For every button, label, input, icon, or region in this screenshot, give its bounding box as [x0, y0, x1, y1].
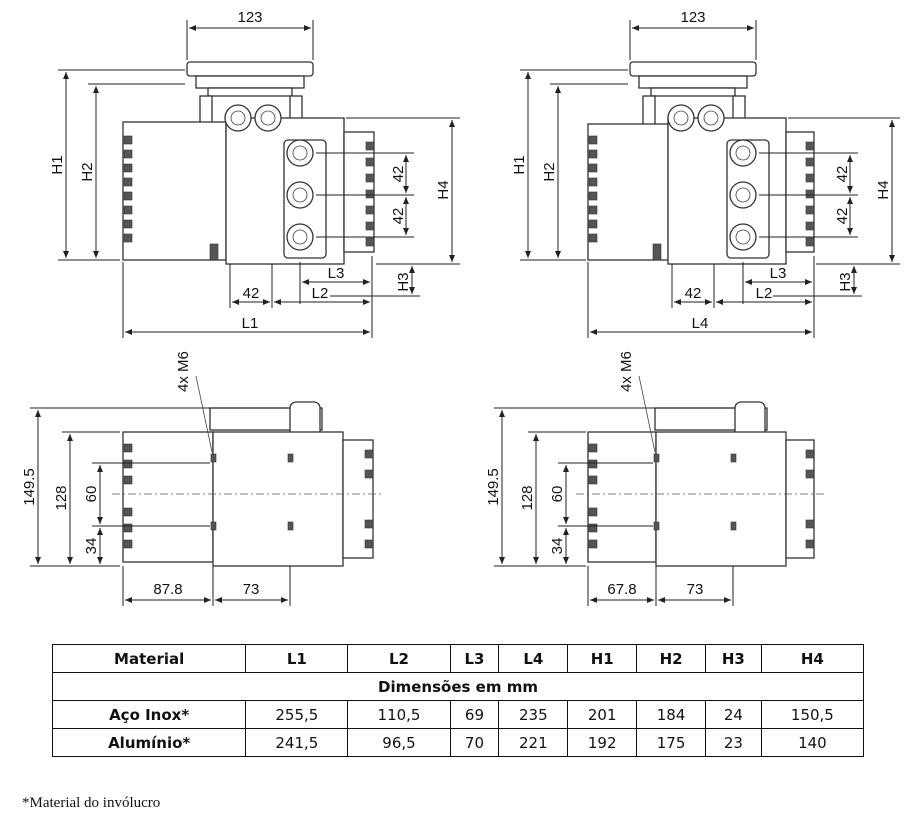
dim-60-left: 60 — [83, 486, 100, 503]
header-h1: H1 — [567, 644, 638, 673]
top-view-right: 4x M6 149.5 128 60 34 67.8 73 — [485, 351, 826, 606]
dim-149-5-right: 149.5 — [485, 468, 502, 506]
table-cell: 69 — [449, 700, 500, 729]
header-h3: H3 — [705, 644, 762, 673]
dim-h1-left: H1 — [49, 155, 66, 174]
table-cell: 150,5 — [760, 700, 865, 729]
header-l2: L2 — [347, 644, 451, 673]
table-cell: 140 — [760, 728, 865, 757]
dim-73-left: 73 — [243, 581, 260, 598]
dim-l2-right: L2 — [756, 285, 773, 302]
cooling-fins-right — [365, 141, 375, 247]
dim-h2-left: H2 — [79, 162, 96, 181]
table-cell: 235 — [498, 700, 569, 729]
bolt-label-left: 4x M6 — [175, 351, 192, 392]
dim-l2-left: L2 — [312, 285, 329, 302]
cable-entry-1 — [286, 139, 314, 167]
header-h4: H4 — [760, 644, 865, 673]
cooling-fins-right-left — [588, 135, 598, 243]
footnote: *Material do invólucro — [22, 795, 161, 811]
dim-42-lower-left: 42 — [390, 208, 407, 225]
table-cell: 241,5 — [245, 728, 349, 757]
header-l4: L4 — [498, 644, 569, 673]
table-cell: 110,5 — [347, 700, 451, 729]
dim-42-bottom-right: 42 — [685, 285, 702, 302]
dimension-drawing: 123 H1 H2 42 42 H4 H3 L3 42 L2 — [21, 9, 900, 606]
table-cell: 255,5 — [245, 700, 349, 729]
table-subheader-row: Dimensões em mm — [52, 672, 864, 701]
table-cell: 175 — [636, 728, 706, 757]
dim-l3-right: L3 — [770, 265, 787, 282]
header-l1: L1 — [245, 644, 349, 673]
dim-l3-left: L3 — [328, 265, 345, 282]
table-cell: 221 — [498, 728, 569, 757]
dim-l1: L1 — [242, 315, 259, 332]
dim-42-upper-right: 42 — [834, 166, 851, 183]
table-cell: 192 — [567, 728, 638, 757]
header-h2: H2 — [636, 644, 706, 673]
dim-width-123-right: 123 — [680, 9, 705, 26]
table-cell: 24 — [705, 700, 762, 729]
dim-42-lower-right: 42 — [834, 208, 851, 225]
dim-l4: L4 — [692, 315, 709, 332]
top-view-left: 4x M6 149.5 128 60 34 87.8 73 — [21, 351, 384, 606]
dim-128-left: 128 — [53, 485, 70, 510]
table-row: Alumínio* 241,5 96,5 70 221 192 175 23 1… — [51, 728, 865, 757]
units-subheader: Dimensões em mm — [52, 672, 864, 701]
dimensions-table: Material L1 L2 L3 L4 H1 H2 H3 H4 Dimensõ… — [51, 644, 865, 757]
table-cell: 184 — [636, 700, 706, 729]
dim-34-right: 34 — [549, 538, 566, 555]
cooling-fins-bottom-right — [588, 443, 815, 549]
cooling-fins-left — [123, 135, 133, 243]
dim-73-right: 73 — [687, 581, 704, 598]
dim-67-8: 67.8 — [607, 581, 636, 598]
dim-87-8: 87.8 — [153, 581, 182, 598]
dim-h3-right: H3 — [837, 272, 854, 291]
table-cell: 96,5 — [347, 728, 451, 757]
cable-entry-3 — [286, 223, 314, 251]
dim-h4-left: H4 — [435, 180, 452, 199]
dim-60-right: 60 — [549, 486, 566, 503]
row-material: Alumínio* — [51, 728, 247, 757]
dim-h3-left: H3 — [395, 272, 412, 291]
table-row: Aço Inox* 255,5 110,5 69 235 201 184 24 … — [51, 700, 865, 729]
bolt-label-right: 4x M6 — [618, 351, 635, 392]
dim-42-upper-left: 42 — [390, 166, 407, 183]
header-l3: L3 — [449, 644, 500, 673]
table-cell: 201 — [567, 700, 638, 729]
table-header-row: Material L1 L2 L3 L4 H1 H2 H3 H4 — [51, 644, 865, 673]
dim-width-123-left: 123 — [237, 9, 262, 26]
front-view-left: 123 H1 H2 42 42 H4 H3 L3 42 L2 — [49, 9, 460, 338]
dim-34-left: 34 — [83, 538, 100, 555]
cooling-fins-bottom-left — [123, 443, 374, 549]
row-material: Aço Inox* — [51, 700, 247, 729]
dim-149-5-left: 149.5 — [21, 468, 38, 506]
dim-h1-right: H1 — [511, 155, 528, 174]
cable-entry-2 — [286, 181, 314, 209]
table-cell: 70 — [449, 728, 500, 757]
dim-128-right: 128 — [519, 485, 536, 510]
dim-h4-right: H4 — [875, 180, 892, 199]
dim-h2-right: H2 — [541, 162, 558, 181]
cooling-fins-right-right — [805, 141, 815, 247]
front-view-right: 123 H1 H2 42 42 H4 H3 L3 42 L2 L4 — [511, 9, 900, 338]
header-material: Material — [51, 644, 247, 673]
table-cell: 23 — [705, 728, 762, 757]
dim-42-bottom-left: 42 — [243, 285, 260, 302]
